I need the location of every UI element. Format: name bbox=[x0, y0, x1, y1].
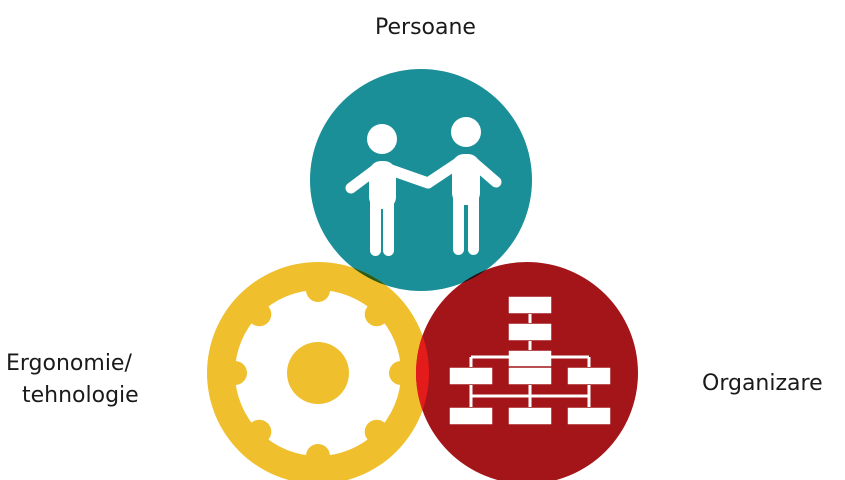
label-organization: Organizare bbox=[702, 371, 823, 396]
label-ergonomics-line1: Ergonomie/ bbox=[6, 351, 132, 376]
label-people: Persoane bbox=[375, 15, 476, 40]
gear-icon bbox=[223, 278, 413, 468]
org-chart-icon bbox=[448, 295, 612, 426]
label-ergonomics-line2: tehnologie bbox=[22, 383, 139, 408]
two-people-holding-hands-icon bbox=[345, 117, 502, 256]
